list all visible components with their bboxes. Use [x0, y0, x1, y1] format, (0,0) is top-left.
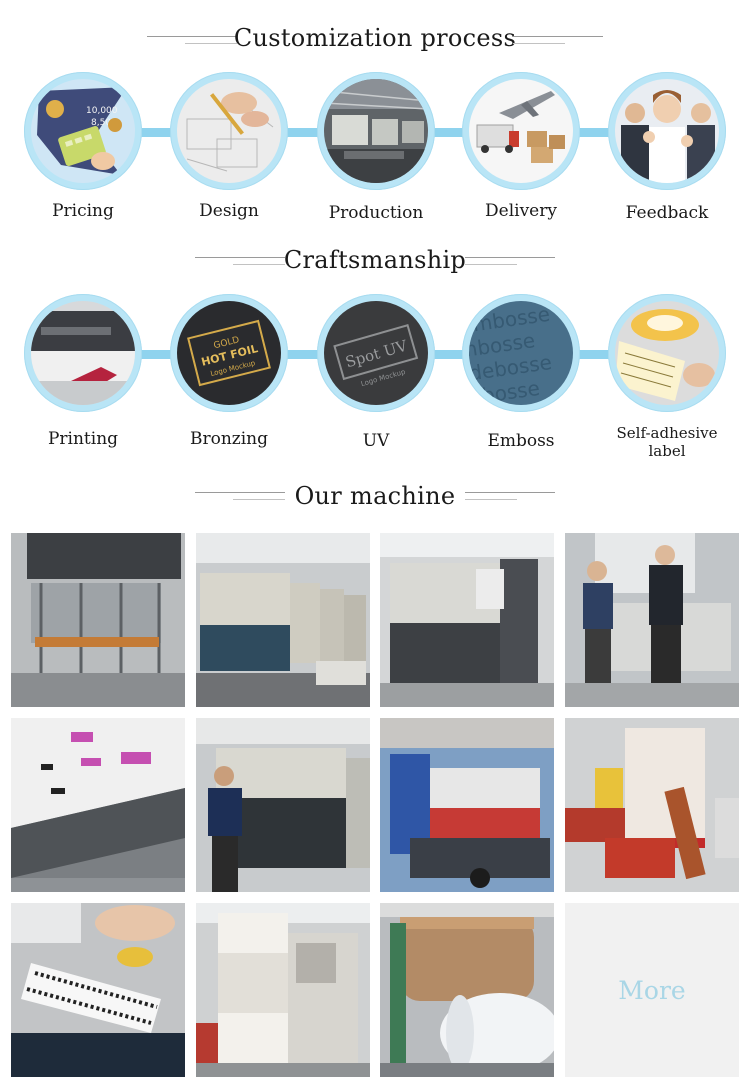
delivery-label: Delivery — [485, 201, 557, 221]
printing-label: Printing — [47, 429, 119, 449]
more-button[interactable]: More — [565, 903, 739, 1077]
machine-photo-2[interactable] — [196, 533, 370, 707]
machine-rule-right-2 — [465, 499, 517, 500]
production-label: Production — [328, 203, 424, 223]
title-rule-left — [147, 36, 237, 37]
feedback-icon[interactable] — [608, 72, 726, 190]
machine-photo-7[interactable] — [380, 718, 554, 892]
bronzing-icon[interactable]: GOLD HOT FOIL Logo Mockup — [170, 294, 288, 412]
delivery-icon[interactable] — [462, 72, 580, 190]
craft-rule-left — [195, 257, 285, 258]
craft-rule-right-2 — [465, 264, 517, 265]
pricing-icon[interactable]: 10,000 8,500 — [24, 72, 142, 190]
bronzing-label: Bronzing — [189, 429, 269, 449]
craft-rule-left-2 — [233, 264, 285, 265]
process-row: 10,000 8,500 Pricing Design — [0, 72, 750, 223]
label-icon[interactable] — [608, 294, 726, 412]
pricing-label: Pricing — [52, 201, 114, 221]
machine-photo-10[interactable] — [196, 903, 370, 1077]
design-icon[interactable] — [170, 72, 288, 190]
machine-photo-5[interactable] — [11, 718, 185, 892]
production-icon[interactable] — [317, 72, 435, 190]
machine-photo-3[interactable] — [380, 533, 554, 707]
emboss-label: Emboss — [487, 431, 555, 451]
machine-photo-9[interactable] — [11, 903, 185, 1077]
machine-photo-1[interactable] — [11, 533, 185, 707]
emboss-icon[interactable]: embosse mbosse debosse mbosse — [462, 294, 580, 412]
machine-rule-left-2 — [233, 499, 285, 500]
title-rule-right — [513, 36, 603, 37]
machine-photo-4[interactable] — [565, 533, 739, 707]
machine-rule-right — [465, 492, 555, 493]
craftsmanship-title: Craftsmanship — [283, 246, 467, 274]
craft-rule-right — [465, 257, 555, 258]
customization-title: Customization process — [233, 24, 517, 52]
design-label: Design — [199, 201, 259, 221]
svg-text:8,500: 8,500 — [91, 118, 117, 128]
self-adhesive-label: Self-adhesive label — [616, 424, 718, 460]
uv-icon[interactable]: Spot UV Logo Mockup — [317, 294, 435, 412]
printing-icon[interactable] — [24, 294, 142, 412]
title-rule-left-2 — [185, 43, 237, 44]
craft-row: Printing GOLD HOT FOIL Logo Mockup Bronz… — [0, 294, 750, 460]
machine-title: Our machine — [294, 482, 456, 510]
title-rule-right-2 — [513, 43, 565, 44]
uv-label: UV — [362, 431, 390, 451]
feedback-label: Feedback — [625, 203, 709, 223]
svg-text:10,000: 10,000 — [86, 106, 118, 116]
machine-photo-11[interactable] — [380, 903, 554, 1077]
machine-photo-8[interactable] — [565, 718, 739, 892]
machine-rule-left — [195, 492, 285, 493]
machine-photo-6[interactable] — [196, 718, 370, 892]
